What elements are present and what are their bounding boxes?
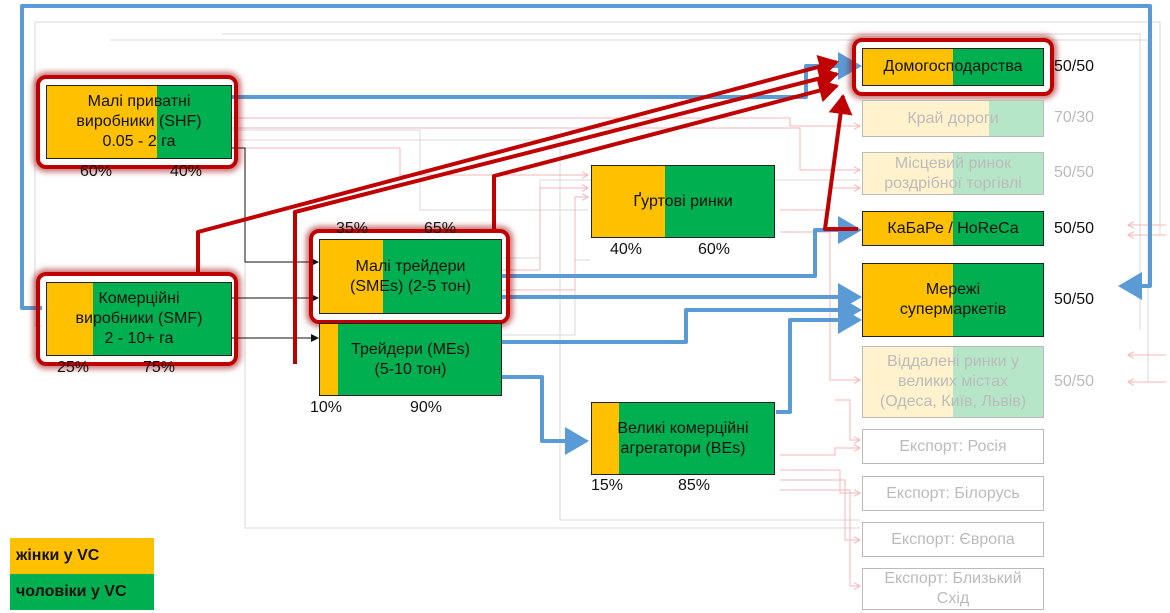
market-local-retail[interactable]: Місцевий ринок роздрібної торгівлі (862, 152, 1044, 195)
node-wholesale[interactable]: Ґуртові ринки (591, 165, 775, 238)
roadside-ratio: 70/30 (1054, 109, 1095, 126)
bes-men-pct: 85% (678, 477, 711, 494)
market-households-label: Домогосподарства (883, 58, 1023, 75)
women-share-bar (863, 212, 953, 245)
men-share-bar (989, 101, 1043, 136)
women-share-bar (320, 240, 384, 313)
remote-cities-ratio: 50/50 (1054, 373, 1095, 390)
women-share-bar (320, 324, 339, 395)
horeca-ratio: 50/50 (1054, 220, 1095, 237)
wholesale-women-pct: 40% (610, 241, 643, 258)
highlight-frame-shf (36, 75, 238, 169)
market-supermarkets-label: Мережі супермаркетів (899, 281, 1007, 318)
market-supermarkets[interactable]: Мережі супермаркетів (862, 263, 1044, 337)
wholesale-men-pct: 60% (698, 241, 731, 258)
mes-women-pct: 10% (310, 399, 343, 416)
market-roadside[interactable]: Край дороги (862, 100, 1044, 137)
shf-men-pct: 40% (170, 163, 203, 180)
market-remote-cities-label: Віддалені ринки у великих містах (Одеса,… (879, 353, 1027, 410)
women-share-bar (863, 153, 953, 194)
node-smf[interactable]: Комерційні виробники (SMF) 2 - 10+ га (46, 282, 232, 356)
men-share-bar (953, 49, 1043, 85)
export-russia[interactable]: Експорт: Росія (862, 429, 1044, 464)
women-share-bar (47, 283, 93, 355)
node-bes[interactable]: Великі комерційні агрегатори (BEs) (591, 402, 775, 475)
node-smf-label: Комерційні виробники (SMF) 2 - 10+ га (75, 290, 203, 347)
supermarkets-ratio: 50/50 (1054, 291, 1095, 308)
node-shf-label: Малі приватні виробники (SHF) 0.05 - 2 г… (76, 93, 202, 150)
women-share-bar (863, 49, 953, 85)
export-belarus[interactable]: Експорт: Білорусь (862, 476, 1044, 511)
women-share-bar (47, 86, 158, 158)
local-retail-ratio: 50/50 (1054, 164, 1095, 181)
highlight-frame-smf (36, 272, 238, 366)
smes-women-pct: 35% (336, 220, 369, 237)
men-share-bar (953, 347, 1043, 417)
node-mes[interactable]: Трейдери (MEs) (5-10 тон) (319, 323, 502, 396)
market-remote-cities[interactable]: Віддалені ринки у великих містах (Одеса,… (862, 346, 1044, 418)
export-middle-east[interactable]: Експорт: Близький Схід (862, 568, 1044, 610)
red-arrows (196, 55, 858, 364)
node-smes-label: Малі трейдери (SMEs) (2-5 тон) (350, 257, 471, 295)
bes-women-pct: 15% (591, 477, 624, 494)
export-middle-east-label: Експорт: Близький Схід (884, 570, 1022, 607)
men-share-bar (93, 283, 231, 355)
women-share-bar (863, 264, 953, 336)
men-share-bar (383, 240, 501, 313)
women-share-bar (863, 101, 989, 136)
black-arrows (232, 147, 319, 342)
smes-men-pct: 65% (424, 220, 457, 237)
export-europe[interactable]: Експорт: Європа (862, 522, 1044, 557)
men-share-bar (338, 324, 501, 395)
men-share-bar (953, 264, 1043, 336)
node-bes-label: Великі комерційні агрегатори (BEs) (617, 419, 749, 457)
node-wholesale-label: Ґуртові ринки (633, 192, 733, 210)
women-share-bar (592, 166, 665, 237)
men-share-bar (953, 212, 1043, 245)
market-horeca[interactable]: КаБаРе / HoReCa (862, 211, 1044, 246)
women-share-bar (592, 403, 620, 474)
market-horeca-label: КаБаРе / HoReCa (887, 219, 1019, 237)
background-pink-lines (232, 117, 1166, 586)
export-belarus-label: Експорт: Білорусь (886, 484, 1020, 502)
market-roadside-label: Край дороги (907, 109, 999, 127)
women-share-bar (863, 347, 953, 417)
men-share-bar (157, 86, 231, 158)
highlight-frame-smes (309, 229, 510, 324)
node-shf[interactable]: Малі приватні виробники (SHF) 0.05 - 2 г… (46, 85, 232, 159)
node-smes[interactable]: Малі трейдери (SMEs) (2-5 тон) (319, 239, 502, 314)
smf-men-pct: 75% (143, 359, 176, 376)
men-share-bar (619, 403, 774, 474)
men-share-bar (953, 153, 1043, 194)
market-households[interactable]: Домогосподарства (862, 48, 1044, 86)
mes-men-pct: 90% (410, 399, 443, 416)
export-russia-label: Експорт: Росія (899, 437, 1007, 455)
export-europe-label: Експорт: Європа (891, 530, 1015, 548)
legend-men: чоловіки у VC (10, 574, 154, 610)
shf-women-pct: 60% (80, 163, 113, 180)
highlight-frame-households (852, 38, 1054, 96)
market-local-retail-label: Місцевий ринок роздрібної торгівлі (884, 154, 1022, 192)
legend-women: жінки у VC (10, 538, 154, 574)
men-share-bar (664, 166, 774, 237)
households-ratio: 50/50 (1054, 58, 1095, 75)
node-mes-label: Трейдери (MEs) (5-10 тон) (351, 340, 470, 378)
smf-women-pct: 25% (57, 359, 90, 376)
